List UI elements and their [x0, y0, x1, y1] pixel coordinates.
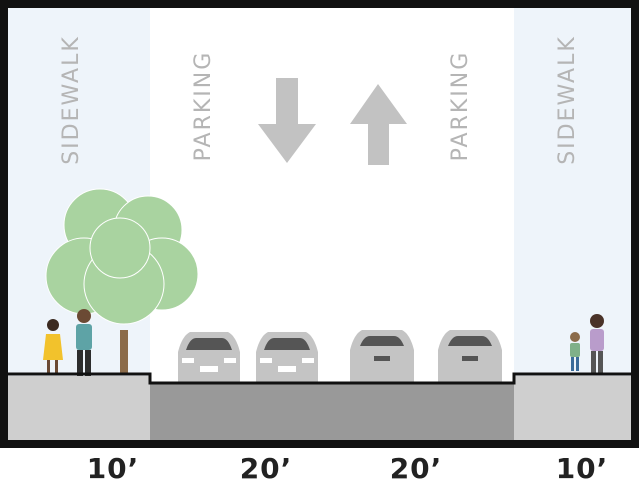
width-label-roadway-left: 20’ [239, 452, 293, 485]
sidewalk-right-ground [514, 376, 632, 442]
parking-left-label: PARKING [191, 50, 216, 162]
sidewalk-left-ground [8, 376, 150, 442]
roadway-ground [150, 384, 514, 442]
diagram-border [0, 0, 639, 448]
sidewalk-right-label: SIDEWALK [555, 35, 580, 165]
parking-right-label: PARKING [448, 50, 473, 162]
tree-icon [45, 188, 199, 374]
pedestrian-icon [570, 314, 604, 375]
car-icon [256, 332, 318, 383]
arrow-down-icon [258, 78, 316, 163]
width-label-sidewalk-left: 10’ [86, 452, 140, 485]
curb-profile [8, 372, 632, 385]
car-icon [438, 330, 502, 383]
pedestrian-icon [43, 309, 92, 380]
roadway-zone [150, 8, 514, 386]
sidewalk-left-label: SIDEWALK [59, 35, 84, 165]
car-icon [178, 332, 240, 383]
car-icon [350, 330, 414, 383]
width-label-sidewalk-right: 10’ [555, 452, 609, 485]
width-label-roadway-right: 20’ [389, 452, 443, 485]
arrow-up-icon [350, 84, 407, 165]
sidewalk-right-zone [514, 8, 632, 378]
